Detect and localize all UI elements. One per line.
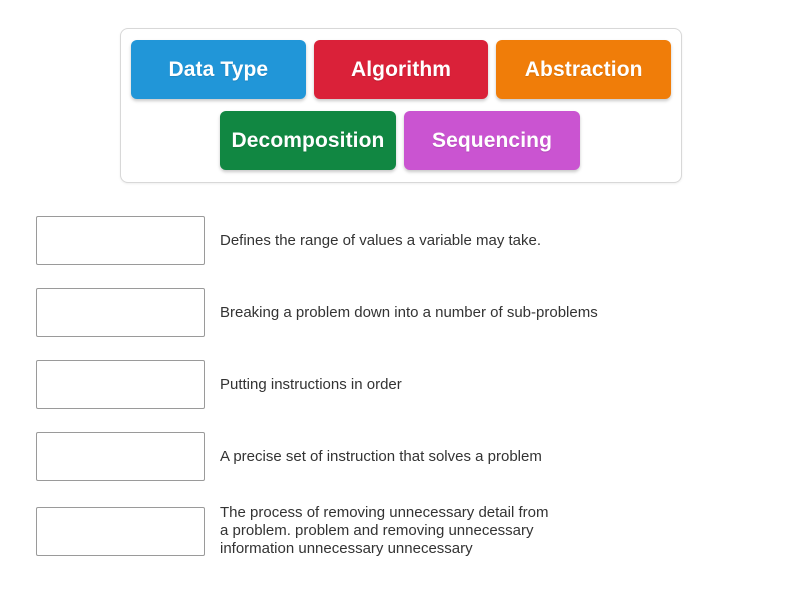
answer-bank-row-2: Decomposition Sequencing (131, 111, 671, 170)
dropzone-2[interactable] (36, 288, 205, 337)
question-row: Putting instructions in order (36, 360, 766, 409)
tile-label: Abstraction (524, 57, 643, 81)
dropzone-5[interactable] (36, 506, 205, 556)
question-row: A precise set of instruction that solves… (36, 432, 766, 481)
tile-label: Decomposition (231, 128, 385, 152)
question-text-3: Putting instructions in order (220, 375, 402, 393)
question-row: Breaking a problem down into a number of… (36, 288, 766, 337)
question-row: The process of removing unnecessary deta… (36, 504, 766, 558)
question-text-2: Breaking a problem down into a number of… (220, 303, 598, 321)
question-row: Defines the range of values a variable m… (36, 216, 766, 265)
dropzone-4[interactable] (36, 432, 205, 481)
dropzone-1[interactable] (36, 216, 205, 265)
draggable-tile-decomposition[interactable]: Decomposition (220, 111, 396, 170)
question-text-1: Defines the range of values a variable m… (220, 231, 542, 249)
question-list: Defines the range of values a variable m… (36, 216, 766, 581)
draggable-tile-data-type[interactable]: Data Type (131, 40, 306, 99)
draggable-tile-sequencing[interactable]: Sequencing (404, 111, 580, 170)
dropzone-3[interactable] (36, 360, 205, 409)
tile-label: Data Type (168, 57, 269, 81)
tile-label: Sequencing (431, 128, 553, 152)
tile-label: Algorithm (350, 57, 452, 81)
question-text-4: A precise set of instruction that solves… (220, 447, 542, 465)
draggable-tile-algorithm[interactable]: Algorithm (313, 40, 489, 99)
draggable-tile-abstraction[interactable]: Abstraction (496, 40, 672, 99)
question-text-5: The process of removing unnecessary deta… (220, 504, 549, 557)
answer-bank: Data Type Algorithm Abstraction Decompos… (120, 28, 682, 183)
answer-bank-row-1: Data Type Algorithm Abstraction (131, 40, 672, 99)
